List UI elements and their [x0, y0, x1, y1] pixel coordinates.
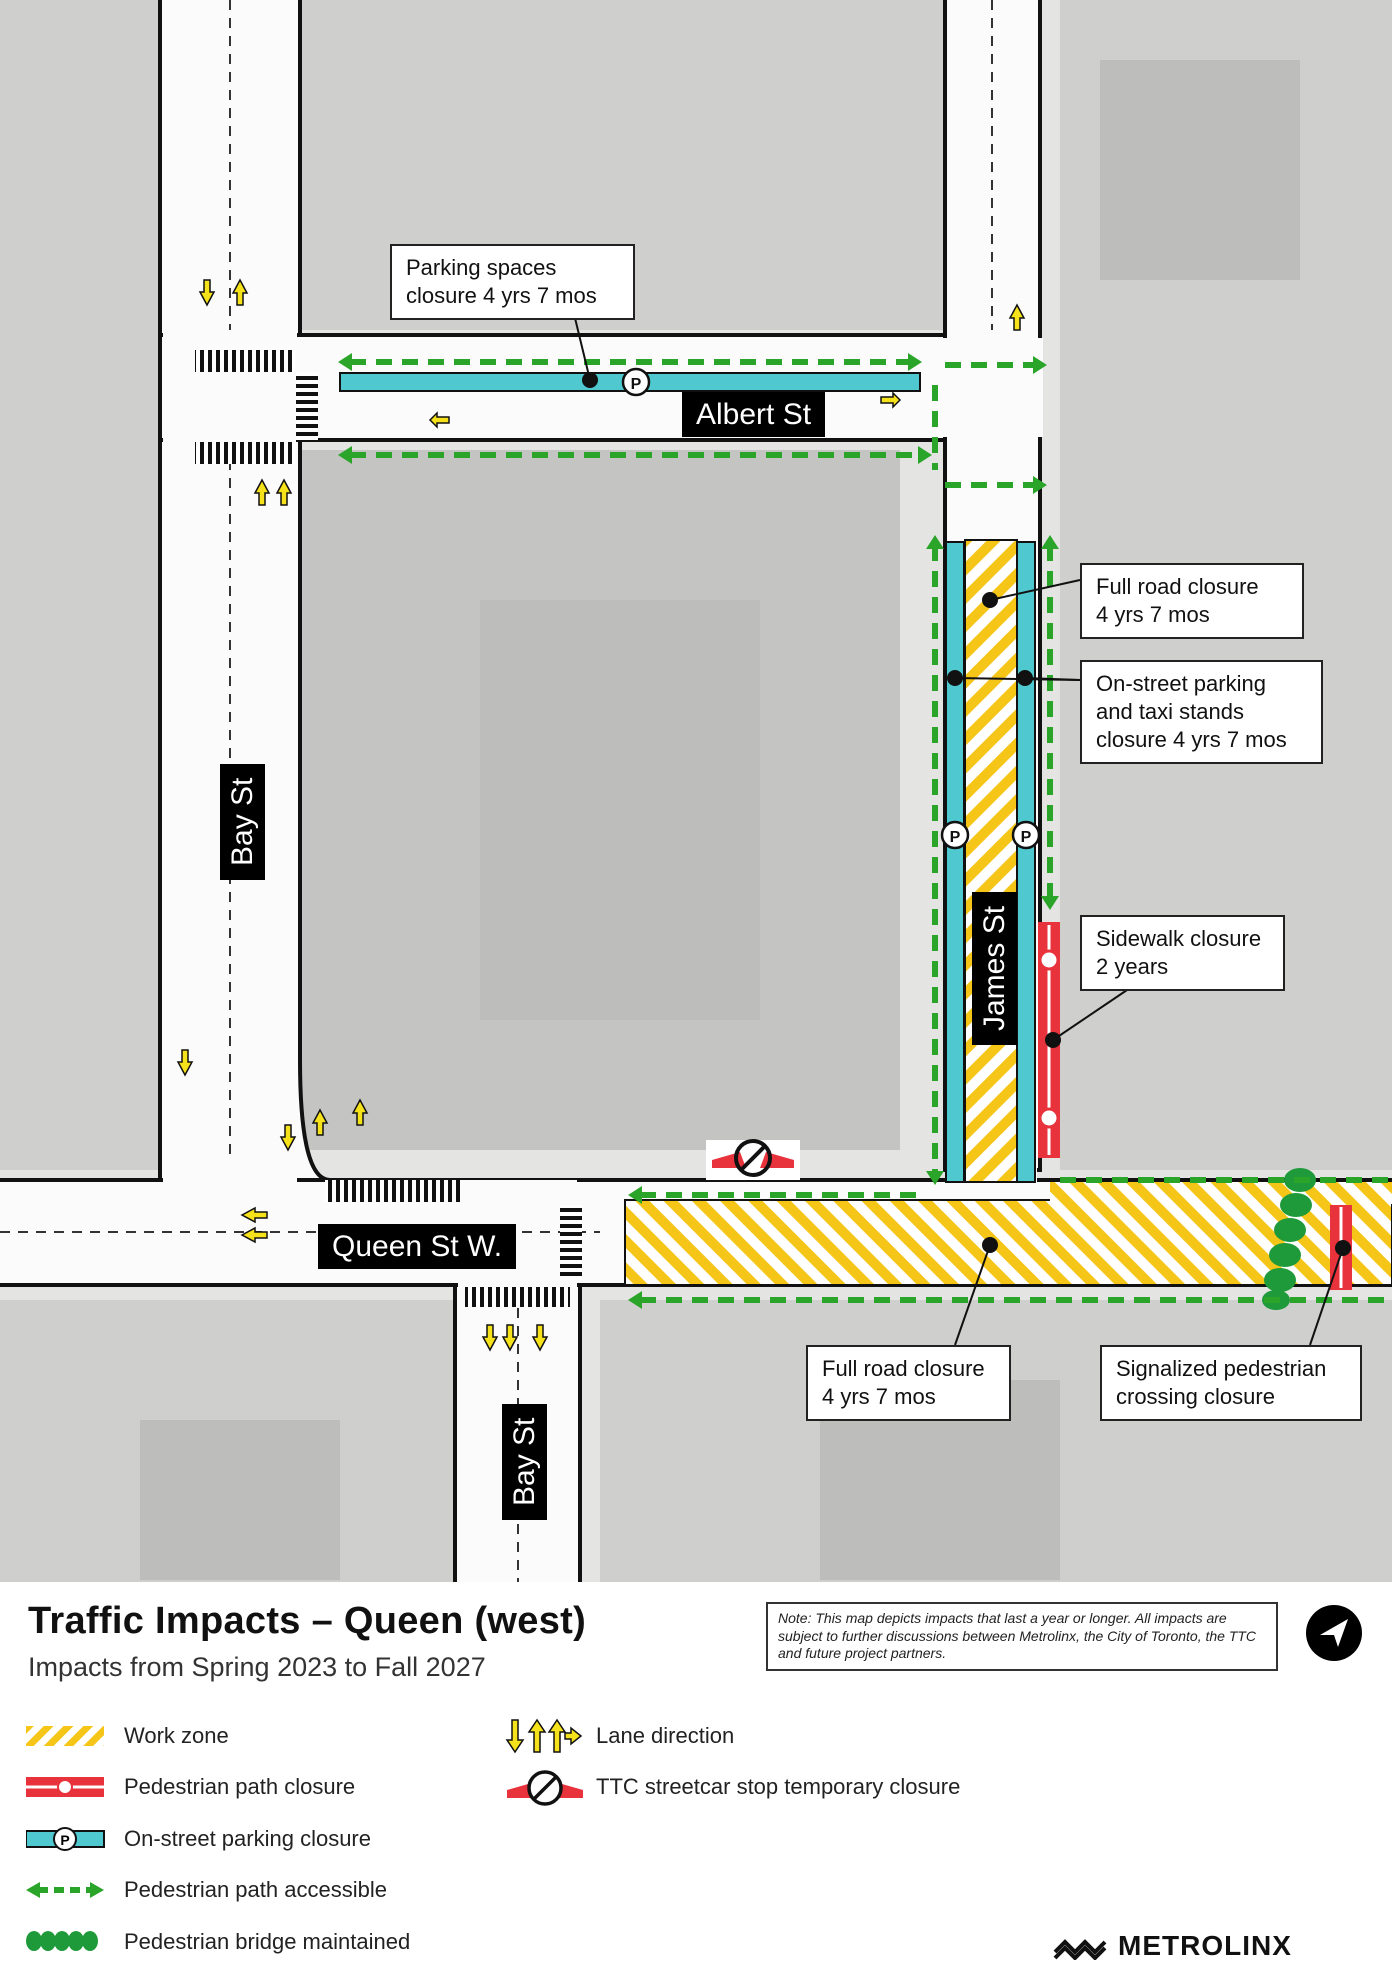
north-arrow-icon [1306, 1605, 1362, 1661]
building-shadows [140, 60, 1300, 1580]
pedestrian-path-accessible [350, 359, 1392, 1303]
callout-line: closure 4 yrs 7 mos [1096, 727, 1287, 753]
callout-line: and taxi stands [1096, 699, 1244, 725]
map-area: P P P [0, 0, 1392, 1582]
callout-line: On-street parking [1096, 671, 1266, 696]
callout-line: crossing closure [1116, 1384, 1275, 1410]
legend-ttc-closure: TTC streetcar stop temporary closure [596, 1774, 961, 1799]
page-subtitle: Impacts from Spring 2023 to Fall 2027 [28, 1652, 486, 1682]
legend-ped-accessible: Pedestrian path accessible [124, 1877, 387, 1902]
legend-work-zone: Work zone [124, 1723, 229, 1748]
street-label-albert: Albert St [682, 392, 826, 437]
work-zone-queen-east [1050, 1182, 1392, 1204]
legend-ped-closure: Pedestrian path closure [124, 1774, 356, 1799]
svg-text:P: P [1021, 829, 1032, 846]
parking-closure-james-east [1016, 541, 1036, 1183]
street-label-james: James St [972, 891, 1017, 1045]
street-label-bay-north: Bay St [220, 763, 265, 880]
work-zone-legend-icon [26, 1726, 104, 1746]
street-label-queen: Queen St W. [318, 1224, 517, 1269]
callout-line: Full road closure [822, 1356, 985, 1381]
ttc-streetcar-closure-icon [706, 1139, 800, 1180]
callout-sidewalk: Sidewalk closure 2 years [1080, 915, 1285, 992]
callout-line: 4 yrs 7 mos [1096, 602, 1210, 628]
legend-lane-direction: Lane direction [596, 1723, 735, 1748]
svg-text:P: P [60, 1832, 69, 1848]
pedestrian-bridge-legend-icon [26, 1931, 98, 1951]
callout-line: 2 years [1096, 954, 1169, 980]
work-zone-queen [624, 1199, 1392, 1286]
map-canvas: P P P [0, 0, 1392, 1582]
legend-parking-closure: On-street parking closure [124, 1826, 371, 1851]
callout-parking-albert: Parking spaces closure 4 yrs 7 mos [390, 244, 635, 321]
pedestrian-accessible-legend-icon [26, 1882, 104, 1898]
legend-panel [0, 1582, 1392, 1976]
callout-line: closure 4 yrs 7 mos [406, 283, 597, 309]
lane-direction-arrows [176, 278, 1026, 1352]
disclaimer-note: Note: This map depicts impacts that last… [766, 1602, 1278, 1671]
callout-crossing: Signalized pedestrian crossing closure [1100, 1345, 1362, 1422]
callout-line: Sidewalk closure [1096, 926, 1262, 951]
crosswalks [195, 350, 582, 1307]
metrolinx-brand: METROLINX [1118, 1930, 1292, 1961]
callout-leaders [574, 317, 1351, 1346]
parking-icon: P P P [621, 367, 1041, 850]
arrowheads [338, 353, 1059, 1309]
page-title: Traffic Impacts – Queen (west) [28, 1600, 587, 1642]
lane-direction-legend-icon [505, 1718, 583, 1754]
callout-parking-james: On-street parking and taxi stands closur… [1080, 660, 1323, 765]
parking-closure-james-west [945, 541, 965, 1183]
callout-line: Full road closure [1096, 574, 1259, 599]
callout-line: 4 yrs 7 mos [822, 1384, 936, 1410]
legend-ped-bridge: Pedestrian bridge maintained [124, 1929, 411, 1954]
callout-line: Parking spaces [406, 255, 557, 280]
callout-line: Signalized pedestrian [1116, 1356, 1327, 1381]
pedestrian-closure-legend-icon [26, 1777, 104, 1797]
work-zone-james [964, 539, 1018, 1183]
street-label-bay-south: Bay St [502, 1403, 547, 1520]
metrolinx-logo-icon [1053, 1939, 1107, 1960]
callout-road-james: Full road closure 4 yrs 7 mos [1080, 563, 1304, 640]
ttc-closure-legend-icon [507, 1770, 583, 1806]
parking-closure-legend-icon: P [26, 1827, 105, 1851]
svg-text:P: P [950, 829, 961, 846]
svg-text:P: P [631, 376, 642, 393]
callout-road-queen: Full road closure 4 yrs 7 mos [806, 1345, 1011, 1422]
